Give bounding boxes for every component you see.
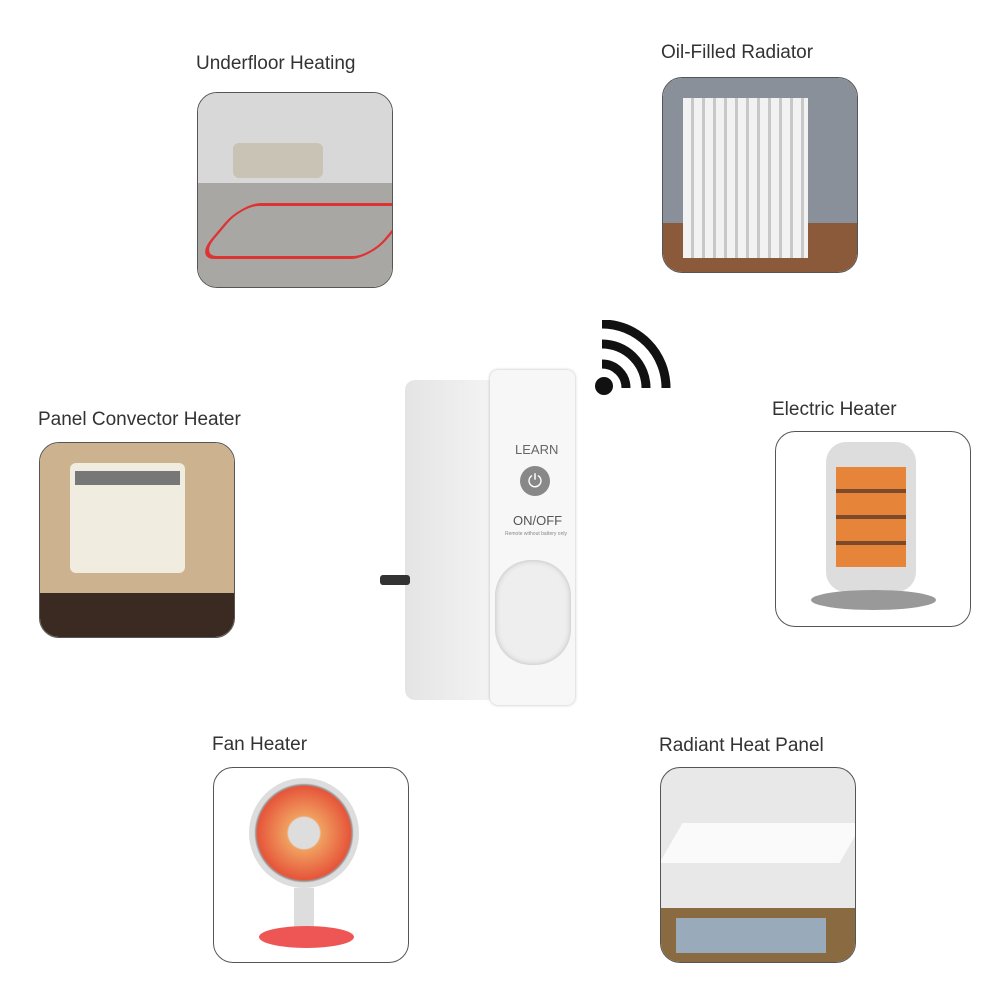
socket-outlet: [495, 560, 571, 665]
power-button[interactable]: ⏻: [520, 466, 550, 496]
electric-heater-image: [775, 431, 971, 627]
underfloor-heating-image: [197, 92, 393, 288]
fan-heater-image: [213, 767, 409, 963]
label-radiant-heat-panel: Radiant Heat Panel: [659, 735, 824, 756]
learn-label: LEARN: [515, 442, 559, 457]
oil-filled-radiator-image: [662, 77, 858, 273]
label-panel-convector-heater: Panel Convector Heater: [38, 409, 241, 430]
label-fan-heater: Fan Heater: [212, 734, 308, 755]
label-electric-heater: Electric Heater: [772, 399, 897, 420]
remote-note: Remote without battery only: [505, 531, 567, 537]
wifi-signal-icon: [595, 320, 671, 395]
onoff-label: ON/OFF: [513, 513, 563, 528]
label-oil-filled-radiator: Oil-Filled Radiator: [661, 42, 814, 63]
power-icon: ⏻: [527, 471, 543, 491]
panel-convector-heater-image: [39, 442, 235, 638]
radiant-heat-panel-image: [660, 767, 856, 963]
smart-plug-device: LEARN ⏻ ON/OFF Remote without battery on…: [380, 370, 575, 705]
label-underfloor-heating: Underfloor Heating: [196, 53, 356, 74]
